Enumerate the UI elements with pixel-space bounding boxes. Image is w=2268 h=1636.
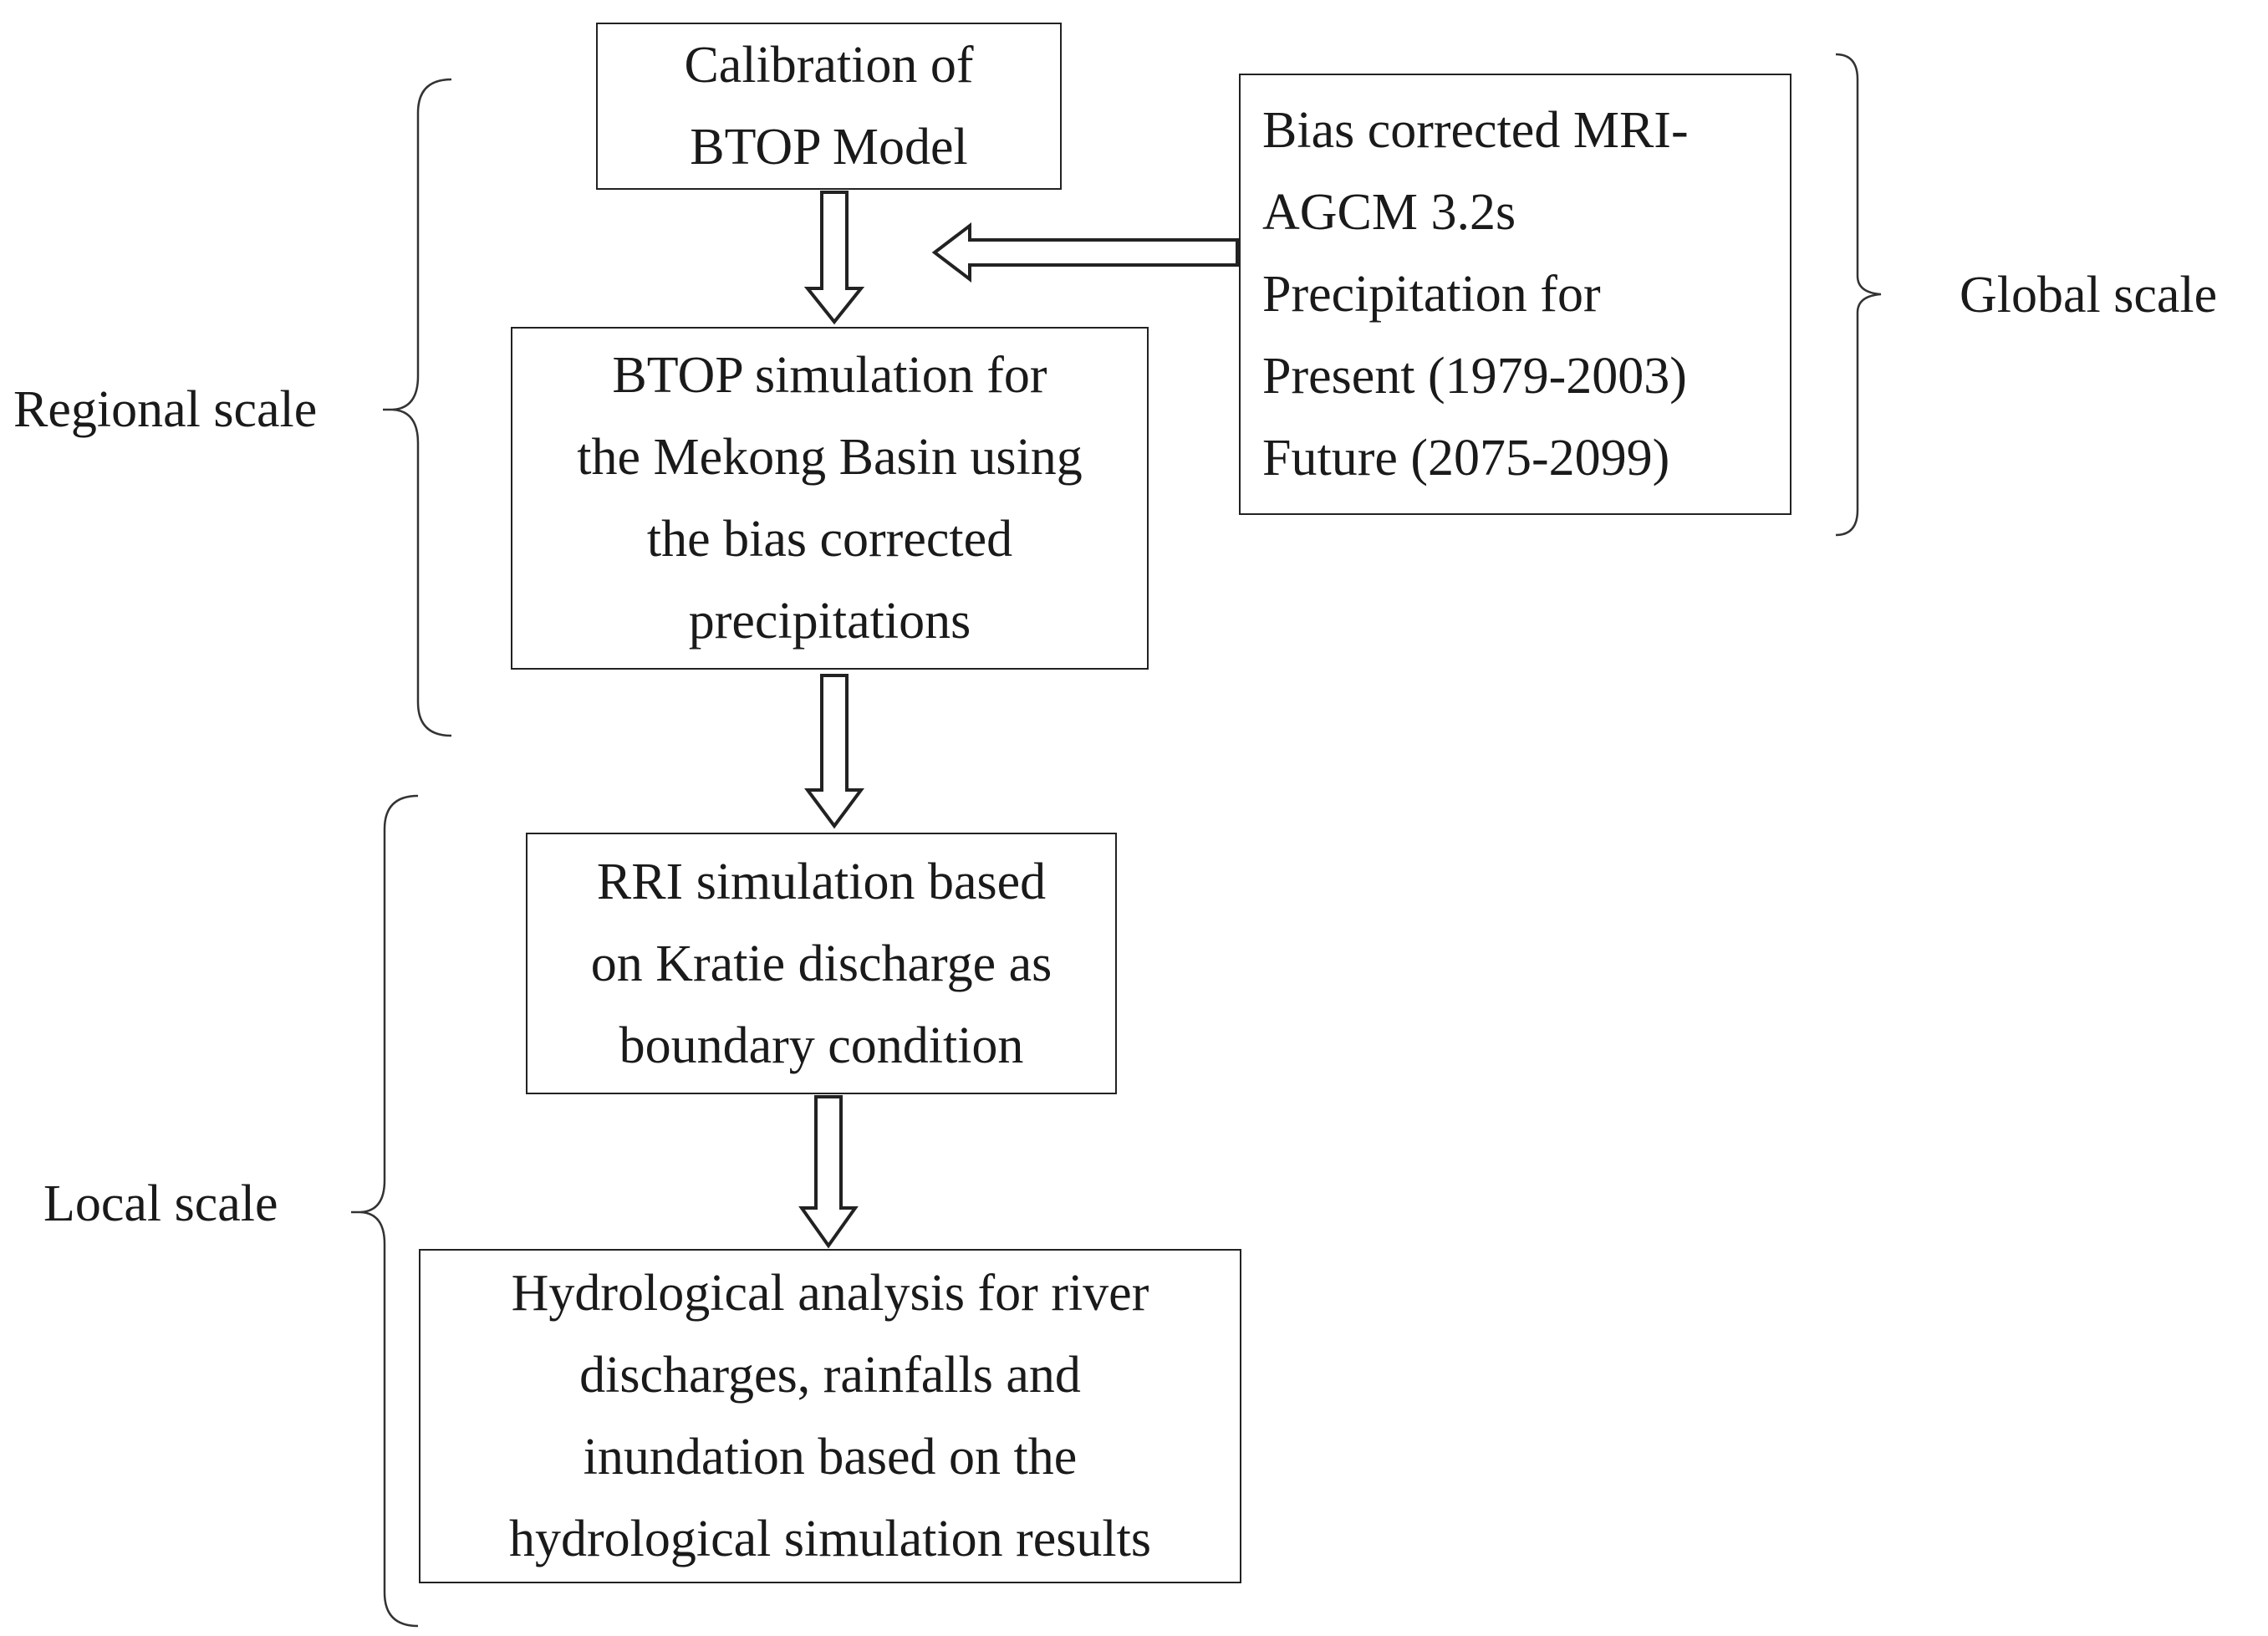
calibration-line-1: Calibration of	[684, 37, 974, 94]
rri-simulation-line-2: on Kratie discharge as	[590, 935, 1052, 992]
rri-simulation-line-1: RRI simulation based	[596, 853, 1047, 910]
hydrological-analysis-box: Hydrological analysis for river discharg…	[419, 1249, 1241, 1583]
btop-simulation-line-2: the Mekong Basin using	[577, 429, 1083, 486]
rri-simulation-line-3: boundary condition	[619, 1017, 1024, 1074]
hydrological-analysis-line-2: discharges, rainfalls and	[579, 1347, 1081, 1404]
arrow-left	[931, 222, 1239, 283]
arrow-down-3	[798, 1095, 859, 1249]
btop-simulation-line-1: BTOP simulation for	[612, 347, 1047, 404]
calibration-box: Calibration of BTOP Model	[596, 23, 1062, 190]
bias-corrected-line-1: Bias corrected MRI-	[1262, 102, 1689, 159]
bias-corrected-box: Bias corrected MRI- AGCM 3.2s Precipitat…	[1239, 74, 1791, 515]
global-scale-label: Global scale	[1960, 267, 2218, 324]
bias-corrected-line-5: Future (2075-2099)	[1262, 430, 1670, 487]
arrow-down-1	[803, 191, 865, 325]
local-brace	[360, 794, 419, 1628]
hydrological-analysis-line-4: hydrological simulation results	[508, 1511, 1151, 1567]
btop-simulation-line-4: precipitations	[688, 593, 971, 650]
bias-corrected-line-4: Present (1979-2003)	[1262, 348, 1687, 405]
calibration-line-2: BTOP Model	[690, 119, 968, 176]
local-scale-label: Local scale	[43, 1175, 278, 1232]
btop-simulation-line-3: the bias corrected	[646, 511, 1013, 568]
hydrological-analysis-line-1: Hydrological analysis for river	[511, 1265, 1149, 1322]
bias-corrected-line-2: AGCM 3.2s	[1262, 184, 1516, 241]
btop-simulation-box: BTOP simulation for the Mekong Basin usi…	[511, 327, 1149, 670]
rri-simulation-box: RRI simulation based on Kratie discharge…	[526, 833, 1117, 1094]
global-brace	[1835, 53, 1882, 537]
bias-corrected-line-3: Precipitation for	[1262, 266, 1601, 323]
hydrological-analysis-line-3: inundation based on the	[583, 1429, 1078, 1486]
regional-scale-label: Regional scale	[13, 381, 318, 438]
regional-brace	[392, 78, 452, 737]
arrow-down-2	[804, 674, 864, 829]
